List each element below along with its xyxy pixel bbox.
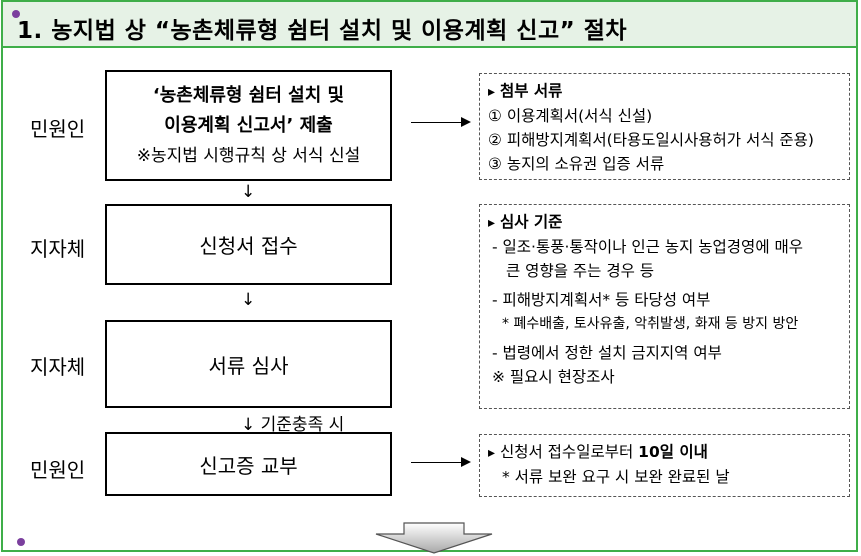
actor-label: 지자체 — [30, 355, 86, 379]
flow-step-review: 서류 심사 — [105, 320, 392, 408]
step-label: 신고증 교부 — [199, 453, 298, 478]
note-item: * 서류 보완 요구 시 보완 완료된 날 — [502, 468, 730, 486]
deadline-value: 10일 이내 — [638, 443, 708, 461]
bullet-dot-icon — [12, 10, 20, 18]
large-down-arrow-icon — [375, 522, 493, 554]
note-heading: 심사 기준 — [499, 213, 563, 231]
review-criteria-note: ▸ 심사 기준 - 일조·통풍·통작이나 인근 농지 농업경영에 매우 큰 영향… — [479, 204, 850, 409]
note-item: - 피해방지계획서* 등 타당성 여부 — [492, 291, 711, 309]
actor-label: 민원인 — [30, 458, 86, 482]
step-line: ‘농촌체류형 쉼터 설치 및 — [152, 84, 345, 106]
flow-step-issue: 신고증 교부 — [105, 432, 392, 496]
bullet-dot-icon — [17, 538, 25, 546]
actor-label: 지자체 — [30, 237, 86, 261]
note-item: ① 이용계획서(서식 신설) — [488, 107, 653, 125]
title-bar: 1. 농지법 상 “농촌체류형 쉼터 설치 및 이용계획 신고” 절차 — [3, 2, 856, 48]
conditional-down-arrow: ↓ 기준충족 시 — [241, 415, 345, 435]
step-note: ※농지법 시행규칙 상 서식 신설 — [136, 145, 361, 166]
note-subitem: * 폐수배출, 토사유출, 악취발생, 화재 등 방지 방안 — [502, 316, 799, 332]
step-label: 서류 심사 — [208, 353, 289, 378]
step-label: 신청서 접수 — [199, 234, 298, 258]
attached-documents-note: ▸ 첨부 서류 ① 이용계획서(서식 신설) ② 피해방지계획서(타용도일시사용… — [479, 73, 850, 180]
issue-deadline-note: ▸ 신청서 접수일로부터 10일 이내 * 서류 보완 요구 시 보완 완료된 … — [479, 434, 850, 497]
note-item: ③ 농지의 소유권 입증 서류 — [488, 155, 665, 173]
actor-label: 민원인 — [30, 117, 86, 141]
right-arrow-icon — [411, 117, 471, 127]
down-arrow-icon: ↓ — [241, 182, 256, 202]
deadline-text: 신청서 접수일로부터 — [499, 443, 639, 461]
note-item: - 일조·통풍·통작이나 인근 농지 농업경영에 매우 — [492, 238, 804, 256]
note-item: - 법령에서 정한 설치 금지지역 여부 — [492, 344, 722, 362]
note-item: ※ 필요시 현장조사 — [492, 368, 615, 386]
page-title: 1. 농지법 상 “농촌체류형 쉼터 설치 및 이용계획 신고” 절차 — [17, 18, 628, 44]
right-arrow-icon — [411, 457, 471, 467]
flow-step-receive: 신청서 접수 — [105, 204, 392, 285]
marker-icon: ▸ — [488, 445, 496, 461]
marker-icon: ▸ — [488, 84, 496, 100]
note-item: ② 피해방지계획서(타용도일시사용허가 서식 준용) — [488, 131, 814, 149]
down-arrow-icon: ↓ — [241, 290, 256, 310]
note-item: 큰 영향을 주는 경우 등 — [506, 262, 655, 280]
marker-icon: ▸ — [488, 215, 496, 231]
flow-step-submit: ‘농촌체류형 쉼터 설치 및 이용계획 신고서’ 제출 ※농지법 시행규칙 상 … — [105, 70, 392, 181]
note-heading: 첨부 서류 — [499, 82, 563, 100]
step-line: 이용계획 신고서’ 제출 — [164, 114, 333, 136]
